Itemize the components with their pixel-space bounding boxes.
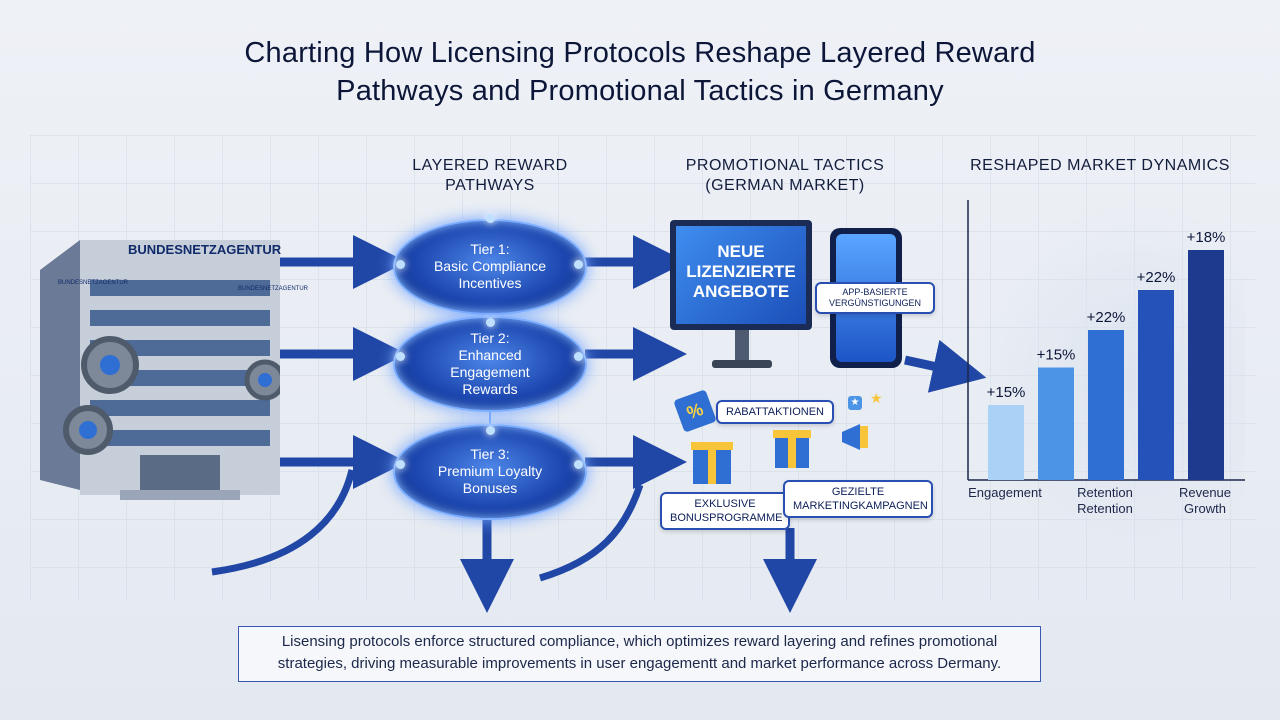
network-node	[574, 352, 583, 361]
curve-mid	[538, 483, 644, 582]
chart-bar	[1038, 367, 1074, 480]
network-node	[396, 460, 405, 469]
building-side-sign-left: BUNDESNETZAGENTUR	[58, 280, 129, 286]
title-line-1: Charting How Licensing Protocols Reshape…	[244, 37, 1036, 69]
heading-reward-pathways: LAYERED REWARD PATHWAYS	[412, 157, 568, 194]
network-node	[396, 352, 405, 361]
heading-market-dynamics: RESHAPED MARKET DYNAMICS	[970, 157, 1230, 174]
billboard-base	[712, 360, 772, 368]
network-node	[574, 260, 583, 269]
chart-bar-label: +18%	[1187, 229, 1226, 246]
building-sign: BUNDESNETZAGENTUR	[128, 242, 282, 257]
gift-icon	[773, 430, 811, 468]
chart-bar-label: +22%	[1137, 269, 1176, 286]
chart-bar-label: +22%	[1087, 309, 1126, 326]
discount-label: RABATTAKTIONEN	[716, 400, 834, 424]
building-side-sign-right: BUNDESNETZAGENTUR	[238, 286, 309, 292]
network-node	[574, 460, 583, 469]
network-node	[486, 426, 495, 435]
network-node	[396, 260, 405, 269]
chart-bar	[1088, 330, 1124, 480]
network-node	[486, 318, 495, 327]
heading-promotional-tactics: PROMOTIONAL TACTICS (GERMAN MARKET)	[685, 157, 885, 194]
megaphone-icon	[838, 420, 880, 454]
summary-note: Lisensing protocols enforce structured c…	[238, 626, 1041, 682]
chart-bar	[1138, 290, 1174, 480]
billboard-screen: NEUE LIZENZIERTE ANGEBOTE	[676, 226, 806, 324]
title-line-2: Pathways and Promotional Tactics in Germ…	[336, 75, 944, 107]
gift-icon	[691, 442, 733, 484]
market-bar-chart: +15% +15% +22% +22% +18%	[967, 200, 1245, 481]
building-illustration	[40, 240, 286, 500]
billboard-pole	[735, 330, 749, 362]
star-icon: ★	[870, 390, 883, 406]
curve-left	[211, 469, 356, 576]
arrow-promo-chart	[904, 339, 987, 393]
star-badge-icon: ★	[848, 396, 862, 410]
page-title: Charting How Licensing Protocols Reshape…	[0, 34, 1280, 110]
billboard: NEUE LIZENZIERTE ANGEBOTE	[670, 220, 812, 330]
chart-bar-label: +15%	[987, 384, 1026, 401]
chart-bar-label: +15%	[1037, 347, 1076, 364]
chart-bar	[988, 405, 1024, 480]
regulator-building: BUNDESNETZAGENTUR BUNDESNETZAGENTUR BUND…	[40, 230, 308, 500]
chart-bar	[1188, 250, 1224, 480]
network-node	[486, 214, 495, 223]
x-label-engagement: Engagement	[968, 485, 1042, 500]
